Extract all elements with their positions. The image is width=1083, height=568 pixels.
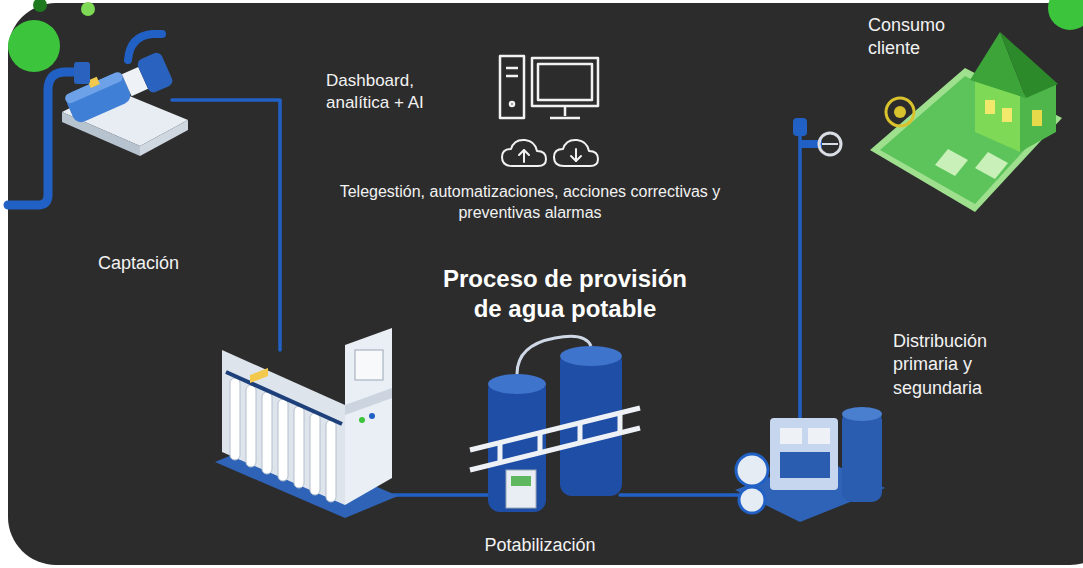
treatment-tanks [470,336,640,512]
decor-dot [33,0,47,12]
diagram-title: Proceso de provisión de agua potable [432,264,698,324]
dashboard-computer-icon [500,56,598,118]
decor-dot [8,20,60,72]
filtration-rack [215,328,398,518]
stage-label: Distribución primaria y segundaria [893,330,1043,400]
stage-label: Telegestión, automatizaciones, acciones … [334,182,726,224]
distribution-unit [735,407,885,522]
water-pipes [8,34,800,495]
cloud-sync-icons [502,140,598,166]
background-panel [8,3,1083,565]
decor-dot [1048,0,1083,30]
valve [793,118,841,155]
stage-label: Dashboard, analítica + AI [326,70,462,114]
intake-pump [62,49,188,156]
stage-label: Captación [98,252,218,275]
stage-label: Potabilización [450,534,630,557]
decor-dot [81,2,95,16]
stage-label: Consumo cliente [868,14,960,61]
customer-home-app [870,32,1062,212]
